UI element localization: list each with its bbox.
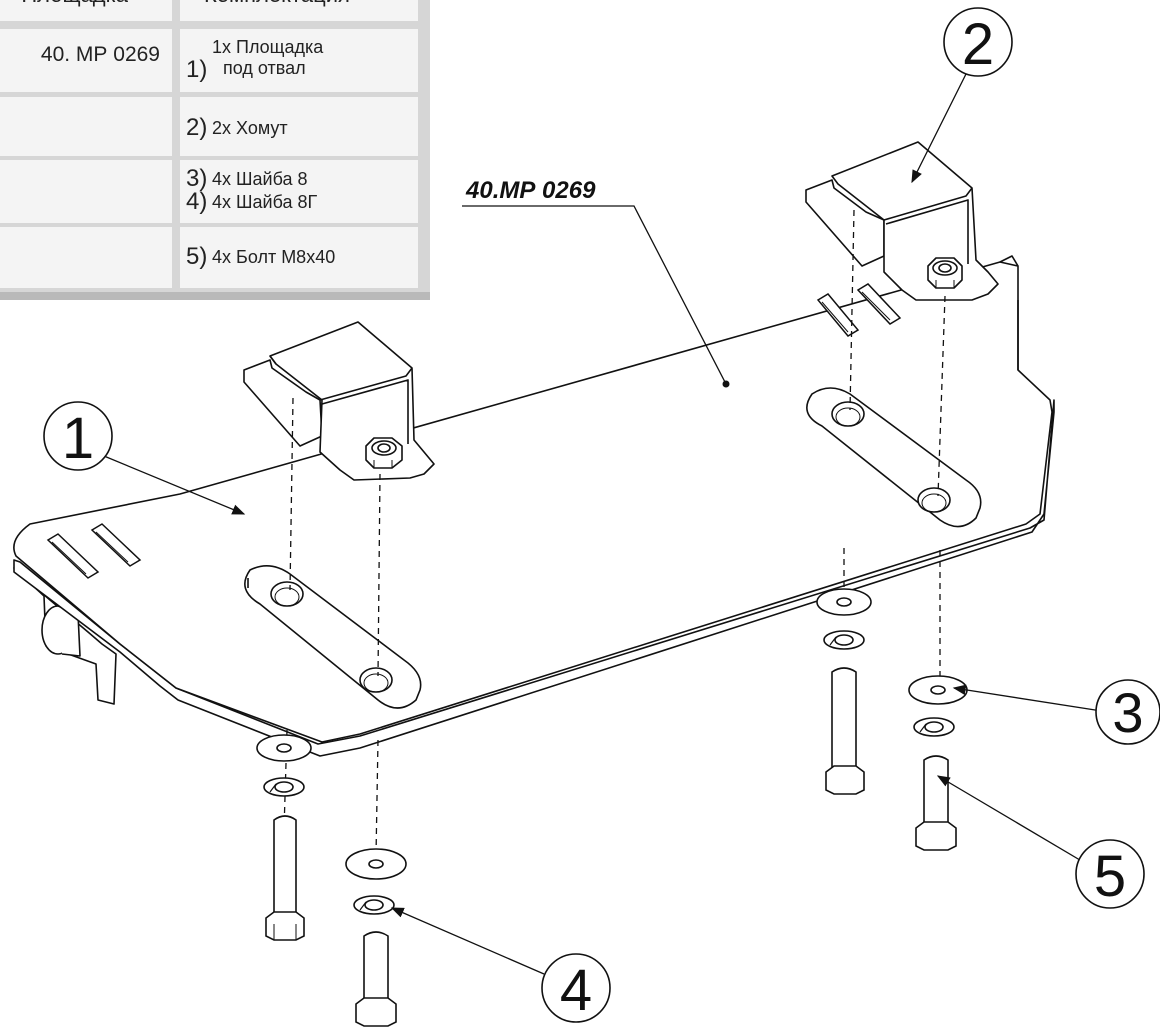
kit-item-1-line-1: 1х Площадка xyxy=(212,37,324,57)
kit-item-1-num: 1) xyxy=(186,56,208,83)
empty-cell-2 xyxy=(0,97,172,156)
kit-item-4-line-1: 4х Шайба 8Г xyxy=(212,192,318,212)
header-platform: Площадка xyxy=(21,0,128,8)
callout-5: 5 xyxy=(1075,839,1145,909)
kit-item-4-num: 4) xyxy=(186,188,208,215)
kit-item-2-num: 2) xyxy=(186,114,208,141)
kit-item-1: 1) 1х Площадка под отвал xyxy=(180,29,418,92)
kit-item-5: 5) 4х Болт М8х40 xyxy=(180,227,418,288)
kit-item-5-num: 5) xyxy=(186,243,208,270)
header-kit: Комплектация xyxy=(204,0,350,8)
plate-slots-left xyxy=(46,523,142,579)
fastener-stack-3 xyxy=(816,588,872,795)
clamp-pad-left xyxy=(244,565,422,709)
callout-1: 1 xyxy=(43,401,113,471)
kit-item-3-num: 3) xyxy=(186,165,208,192)
fastener-stack-4 xyxy=(908,675,968,851)
plate-slots-right xyxy=(816,283,902,337)
empty-cell-4 xyxy=(0,227,172,288)
kit-item-2-line-1: 2х Хомут xyxy=(212,118,288,138)
kit-item-3-4: 3) 4х Шайба 8 4) 4х Шайба 8Г xyxy=(180,160,418,223)
clamp-pad-right xyxy=(806,387,982,528)
kit-item-1-line-2: под отвал xyxy=(223,58,306,78)
leader-lines xyxy=(103,69,1109,975)
clamp-left xyxy=(243,321,435,481)
clamp-right xyxy=(805,141,999,301)
parts-table: Площадка Комплектация 40. МР 0269 1) 1х … xyxy=(0,0,430,300)
kit-item-3-line-1: 4х Шайба 8 xyxy=(212,169,308,189)
header-cell-kit: Комплектация xyxy=(180,0,418,21)
platform-code-cell: 40. МР 0269 xyxy=(0,29,172,92)
callout-4: 4 xyxy=(541,953,611,1023)
empty-cell-3 xyxy=(0,160,172,223)
part-code-label: 40.МР 0269 xyxy=(465,177,596,204)
callout-3: 3 xyxy=(1095,679,1160,745)
svg-text:4: 4 xyxy=(560,958,592,1023)
fastener-stack-2 xyxy=(345,848,407,1027)
kit-item-5-line-1: 4х Болт М8х40 xyxy=(212,247,336,267)
fastener-stack-1 xyxy=(256,734,312,941)
platform-code: 40. МР 0269 xyxy=(40,43,160,66)
table-shadow xyxy=(0,292,430,300)
callout-2: 2 xyxy=(943,7,1013,77)
leader-dot xyxy=(722,380,730,388)
mounting-plate xyxy=(13,255,1055,757)
svg-text:5: 5 xyxy=(1094,844,1126,909)
svg-text:1: 1 xyxy=(62,406,94,471)
kit-item-2: 2) 2х Хомут xyxy=(180,97,418,156)
svg-text:3: 3 xyxy=(1112,681,1143,744)
svg-text:2: 2 xyxy=(962,12,994,77)
header-cell-platform: Площадка xyxy=(0,0,172,21)
